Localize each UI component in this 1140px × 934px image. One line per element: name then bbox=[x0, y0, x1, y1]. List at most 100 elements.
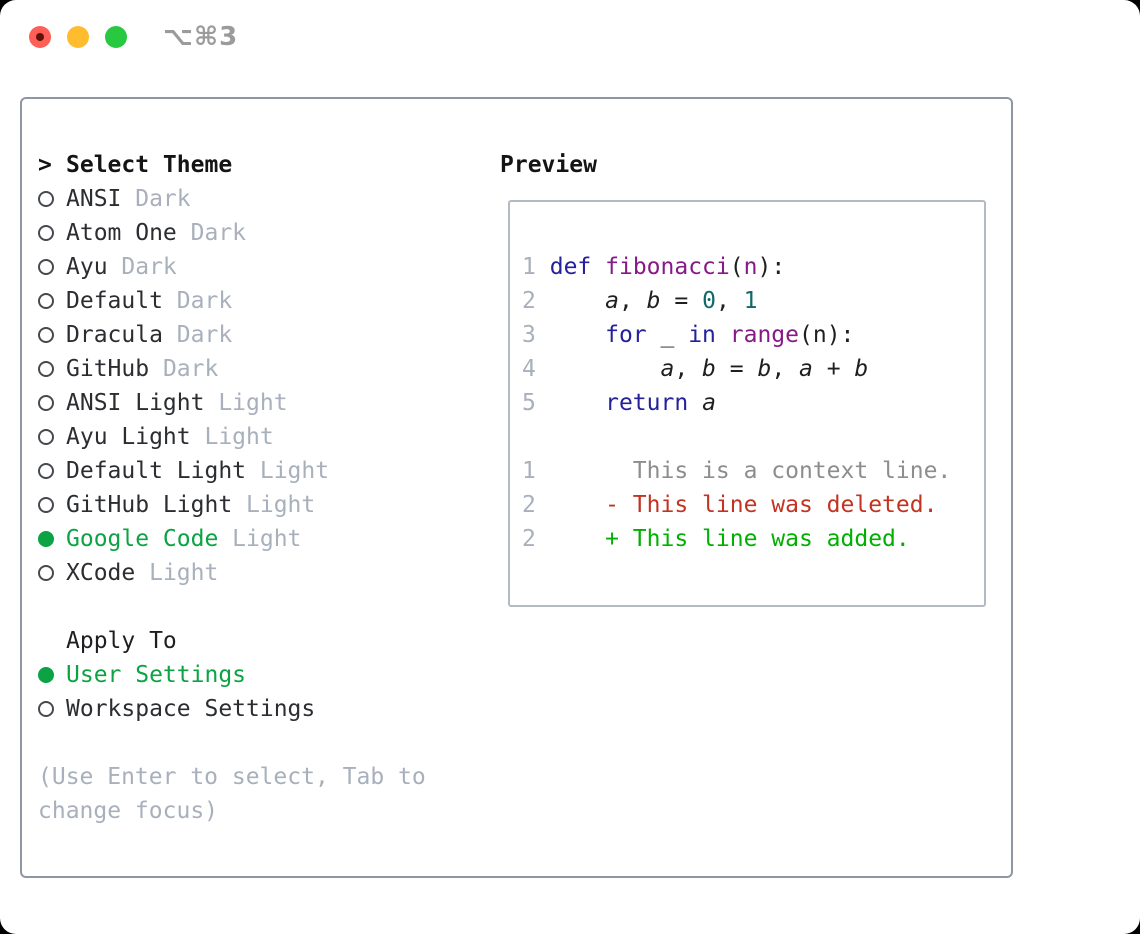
marker-cell bbox=[38, 463, 66, 479]
theme-name: ANSI Light bbox=[66, 390, 205, 416]
apply-to-header: Apply To bbox=[66, 628, 177, 654]
radio-selected-icon bbox=[38, 531, 54, 547]
token-number: 1 bbox=[743, 288, 758, 314]
code-line bbox=[522, 420, 984, 454]
token-plain: ( bbox=[729, 254, 744, 280]
code-line: 2 a, b = 0, 1 bbox=[522, 284, 984, 318]
prompt-icon: > bbox=[38, 152, 52, 178]
token-plain bbox=[591, 254, 605, 280]
token-plain bbox=[536, 288, 605, 314]
theme-variant: Light bbox=[204, 424, 274, 450]
token-variable: a bbox=[605, 288, 619, 314]
token-variable: b bbox=[646, 288, 661, 314]
theme-name: GitHub Light bbox=[66, 492, 233, 518]
spacer-row bbox=[38, 726, 426, 760]
code-line: 2 - This line was deleted. bbox=[522, 488, 984, 522]
theme-variant: Light bbox=[232, 526, 302, 552]
code-line: 1 This is a context line. bbox=[522, 454, 984, 488]
token-context: This is a context line. bbox=[535, 458, 952, 484]
marker-cell bbox=[38, 191, 66, 207]
marker-cell bbox=[38, 395, 66, 411]
token-plain: ): bbox=[757, 254, 786, 280]
theme-option-ayu-light[interactable]: Ayu Light Light bbox=[38, 420, 426, 454]
theme-name: GitHub bbox=[66, 356, 150, 382]
line-number: 1 bbox=[522, 458, 536, 484]
token-plain: = bbox=[715, 356, 758, 382]
marker-cell bbox=[38, 361, 66, 377]
token-function: fibonacci bbox=[605, 254, 730, 280]
theme-variant: Dark bbox=[121, 254, 177, 280]
apply-option-workspace-settings[interactable]: Workspace Settings bbox=[38, 692, 426, 726]
token-variable: a bbox=[799, 356, 813, 382]
theme-variant: Dark bbox=[190, 220, 247, 246]
token-plain: , bbox=[715, 288, 744, 314]
radio-unselected-icon bbox=[38, 361, 54, 377]
token-plain: = bbox=[660, 288, 703, 314]
line-number: 2 bbox=[522, 526, 536, 552]
radio-unselected-icon bbox=[38, 429, 54, 445]
token-plain: _ bbox=[646, 322, 689, 348]
marker-cell: > bbox=[38, 148, 66, 182]
theme-option-ansi-light[interactable]: ANSI Light Light bbox=[38, 386, 426, 420]
maximize-button[interactable] bbox=[105, 26, 127, 48]
close-button[interactable] bbox=[29, 26, 51, 48]
theme-name: Default bbox=[66, 288, 163, 314]
line-number: 3 bbox=[522, 322, 536, 348]
theme-name: Atom One bbox=[66, 220, 177, 246]
marker-cell bbox=[38, 327, 66, 343]
help-text: (Use Enter to select, Tab to bbox=[38, 764, 426, 790]
marker-cell bbox=[38, 259, 66, 275]
marker-cell bbox=[38, 701, 66, 717]
token-number: 0 bbox=[702, 288, 716, 314]
line-number: 2 bbox=[522, 288, 536, 314]
radio-unselected-icon bbox=[38, 225, 54, 241]
token-plain bbox=[536, 492, 605, 518]
minimize-button[interactable] bbox=[67, 26, 89, 48]
theme-name: ANSI bbox=[66, 186, 122, 212]
theme-variant: Light bbox=[259, 458, 330, 484]
token-variable: b bbox=[757, 356, 772, 382]
radio-unselected-icon bbox=[38, 565, 54, 581]
token-keyword: in bbox=[688, 322, 716, 348]
token-plain: + bbox=[812, 356, 855, 382]
theme-variant: Light bbox=[246, 492, 316, 518]
apply-to-header-row: Apply To bbox=[38, 624, 426, 658]
token-plain bbox=[536, 390, 605, 416]
token-plain bbox=[536, 356, 661, 382]
marker-cell bbox=[38, 429, 66, 445]
token-plain bbox=[688, 390, 702, 416]
spacer-row bbox=[38, 590, 426, 624]
marker-cell bbox=[38, 497, 66, 513]
token-keyword: return bbox=[605, 390, 689, 416]
select-theme-header-row: > Select Theme bbox=[38, 148, 426, 182]
theme-option-atom-one[interactable]: Atom One Dark bbox=[38, 216, 426, 250]
marker-cell bbox=[38, 531, 66, 547]
theme-option-github-light[interactable]: GitHub Light Light bbox=[38, 488, 426, 522]
radio-selected-icon bbox=[38, 667, 54, 683]
apply-option-user-settings[interactable]: User Settings bbox=[38, 658, 426, 692]
token-deleted: - This line was deleted. bbox=[605, 492, 938, 518]
theme-variant: Light bbox=[218, 390, 288, 416]
token-plain: , bbox=[771, 356, 800, 382]
select-theme-header: Select Theme bbox=[66, 152, 233, 178]
theme-name: Ayu Light bbox=[66, 424, 191, 450]
code-line: 5 return a bbox=[522, 386, 984, 420]
token-function: range bbox=[729, 322, 800, 348]
token-plain bbox=[536, 526, 605, 552]
token-plain bbox=[536, 322, 605, 348]
line-number: 4 bbox=[522, 356, 536, 382]
radio-unselected-icon bbox=[38, 327, 54, 343]
theme-variant: Light bbox=[149, 560, 219, 586]
